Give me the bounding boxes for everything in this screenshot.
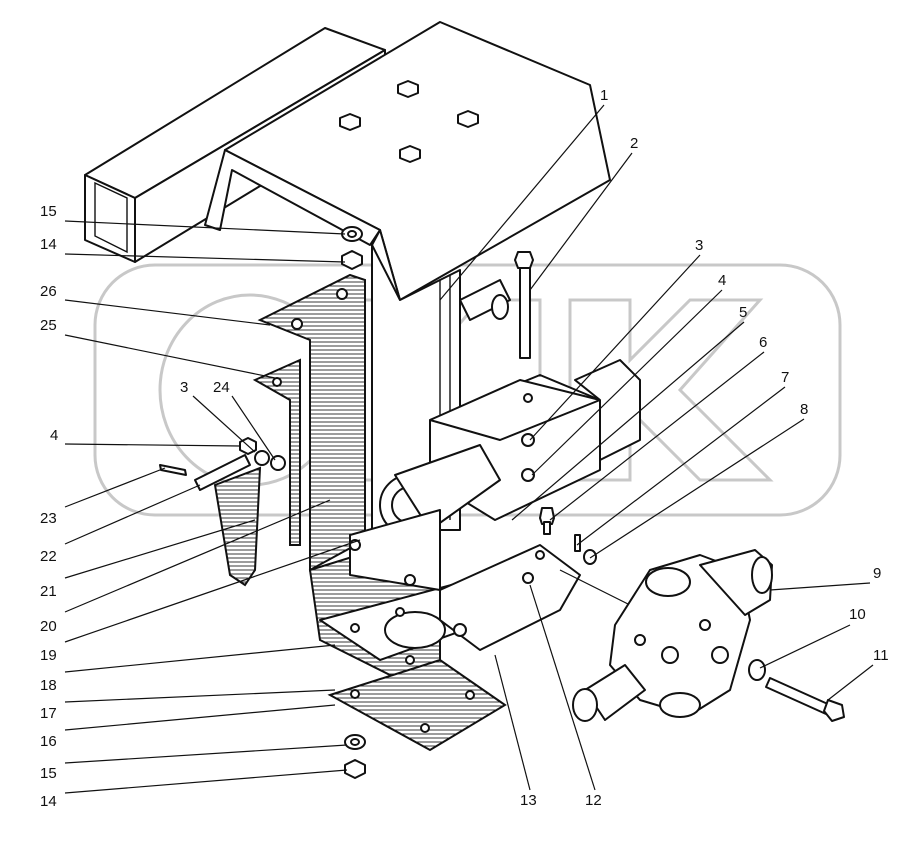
leader-line-11 [827, 664, 874, 701]
leader-line-16 [64, 704, 336, 731]
left-hardware [159, 437, 286, 587]
leader-line-24 [231, 395, 276, 461]
callout-23: 23 [40, 510, 57, 527]
leader-line-10 [759, 624, 851, 669]
callout-25: 25 [40, 317, 57, 334]
leader-line-15a [64, 220, 346, 235]
leader-line-14b [64, 769, 348, 794]
side-rod [459, 279, 511, 321]
top-bracket [204, 21, 611, 306]
callout-1: 1 [600, 87, 608, 104]
callout-10: 10 [849, 606, 866, 623]
leader-line-21 [64, 519, 256, 579]
callout-24: 24 [213, 379, 230, 396]
callout-21: 21 [40, 583, 57, 600]
callout-4b: 4 [50, 427, 58, 444]
bracket-bolts [339, 80, 479, 163]
leader-lines [64, 104, 874, 794]
leader-line-8 [589, 418, 805, 559]
leader-line-14a [64, 253, 346, 263]
leader-line-17 [64, 689, 336, 703]
callout-7: 7 [781, 369, 789, 386]
callout-5: 5 [739, 304, 747, 321]
leader-line-19 [64, 539, 361, 643]
leader-line-1 [439, 104, 605, 301]
leader-line-23 [64, 467, 166, 508]
leader-line-7 [576, 386, 786, 546]
leader-line-20 [64, 499, 331, 613]
callout-3b: 3 [180, 379, 188, 396]
callout-26: 26 [40, 283, 57, 300]
top-washers [341, 226, 363, 270]
callout-14b: 14 [40, 793, 57, 810]
leader-line-22 [64, 484, 201, 545]
long-bolt [514, 251, 534, 359]
leader-line-25 [64, 334, 276, 379]
callout-20: 20 [40, 618, 57, 635]
callout-12: 12 [585, 792, 602, 809]
callout-18: 18 [40, 677, 57, 694]
valve-bracket [439, 544, 631, 651]
callout-22: 22 [40, 548, 57, 565]
callout-2: 2 [630, 135, 638, 152]
leader-line-3b [192, 395, 256, 453]
bolt-11 [765, 677, 845, 722]
callout-13: 13 [520, 792, 537, 809]
callout-14a: 14 [40, 236, 57, 253]
callout-3: 3 [695, 237, 703, 254]
leader-line-9 [769, 582, 871, 591]
leader-line-5 [511, 321, 745, 521]
callout-15a: 15 [40, 203, 57, 220]
leader-line-12 [529, 584, 596, 791]
callout-15b: 15 [40, 765, 57, 782]
side-plate [252, 273, 366, 572]
washer-10 [748, 659, 766, 681]
leader-line-4b [64, 443, 241, 447]
callout-6: 6 [759, 334, 767, 351]
leader-line-4 [531, 289, 723, 476]
callout-19: 19 [40, 647, 57, 664]
callout-17: 17 [40, 705, 57, 722]
leader-line-15b [64, 744, 348, 764]
leader-line-3 [529, 254, 701, 441]
bottom-washers [344, 734, 366, 779]
callout-8: 8 [800, 401, 808, 418]
callout-11: 11 [873, 647, 889, 664]
leader-line-26 [64, 299, 271, 326]
leader-line-18 [64, 644, 336, 673]
valve-body [572, 549, 773, 722]
leader-line-13 [494, 654, 531, 791]
callout-9: 9 [873, 565, 881, 582]
leader-line-6 [549, 351, 765, 521]
clamp-assembly [349, 359, 641, 591]
callout-16: 16 [40, 733, 57, 750]
leader-line-2 [529, 152, 633, 291]
callout-4: 4 [718, 272, 726, 289]
